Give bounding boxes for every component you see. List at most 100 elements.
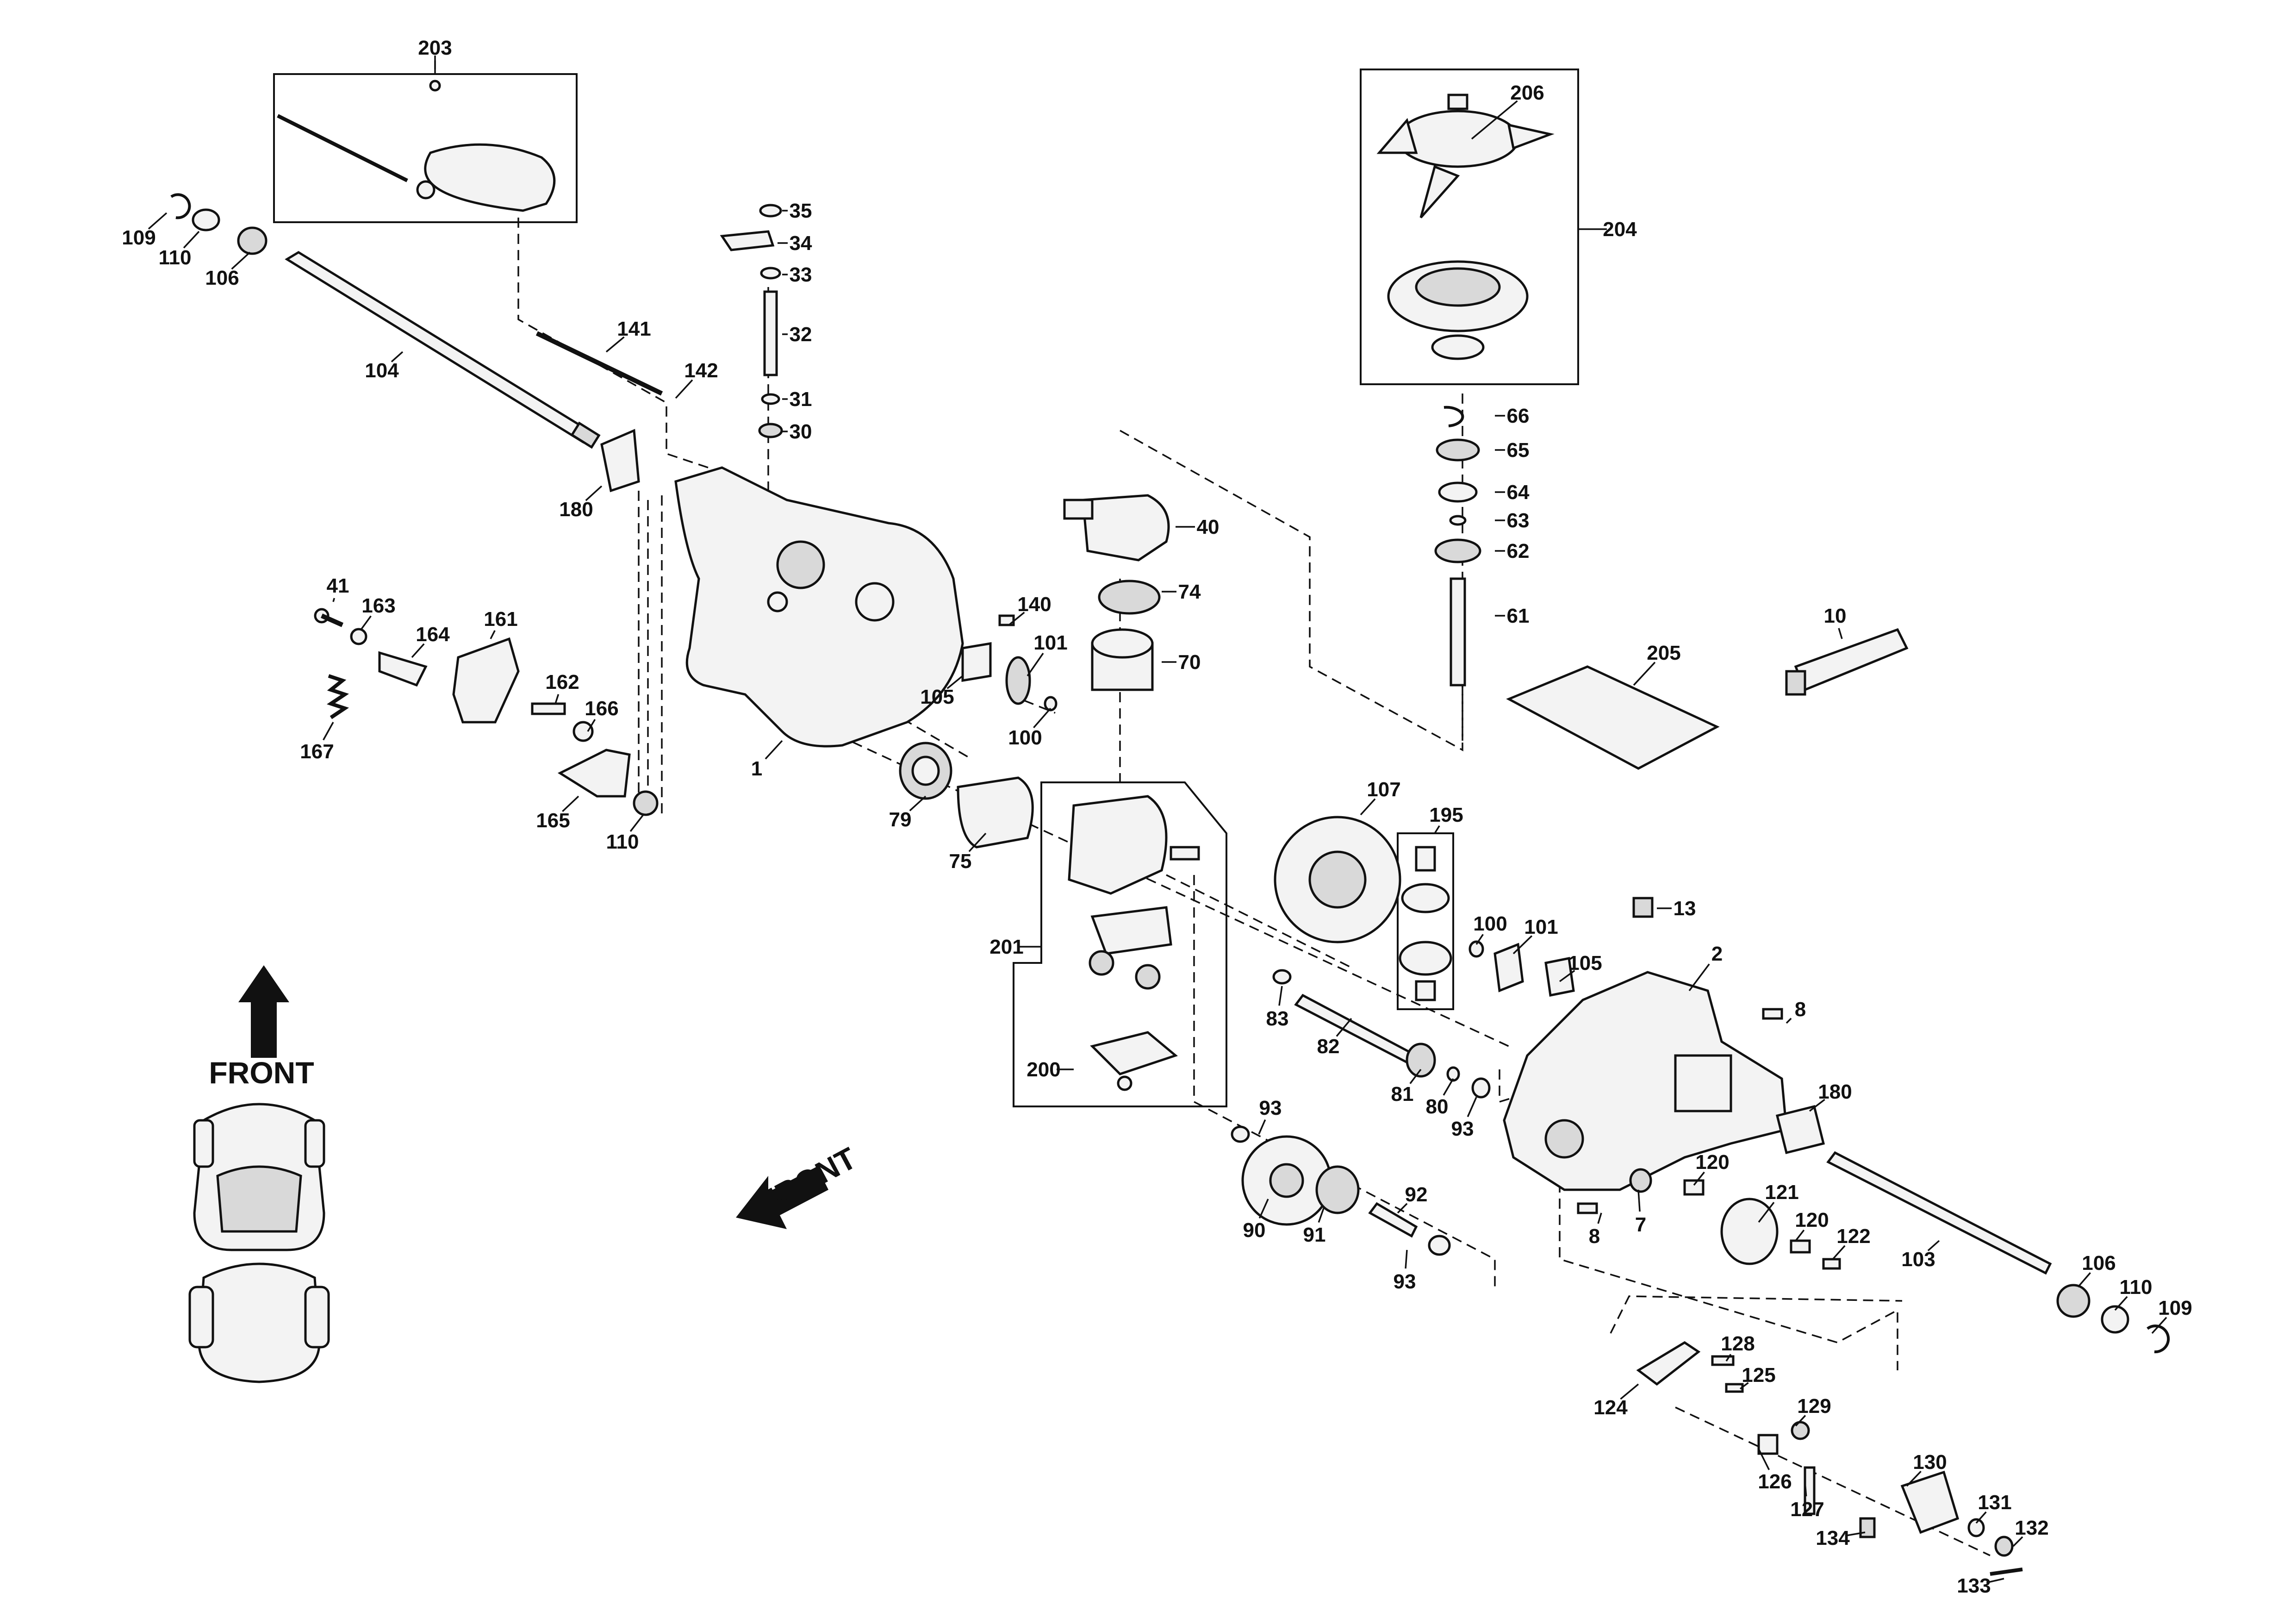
part-label-8: 8 <box>1589 1225 1600 1248</box>
gear-parts-100-105 <box>961 614 1058 712</box>
part-label-132: 132 <box>2015 1517 2048 1539</box>
part-label-106: 106 <box>2082 1252 2116 1274</box>
part-label-105: 105 <box>920 686 954 708</box>
shaft-82 <box>1272 969 1418 1067</box>
leader-line-120 <box>1693 1171 1705 1186</box>
leader-line-124 <box>1620 1383 1639 1400</box>
shaft-104 <box>285 251 601 449</box>
part-label-167: 167 <box>300 740 334 763</box>
part-label-61: 61 <box>1507 605 1530 627</box>
part-label-8: 8 <box>1795 998 1806 1021</box>
leader-line-10 <box>1838 628 1843 639</box>
leader-line-75 <box>968 832 987 852</box>
part-label-80: 80 <box>1426 1095 1449 1118</box>
part-label-63: 63 <box>1507 509 1530 532</box>
part-label-180: 180 <box>559 498 593 521</box>
part-label-110: 110 <box>606 831 639 853</box>
part-label-122: 122 <box>1836 1225 1870 1248</box>
front-label: FRONT <box>209 1056 314 1090</box>
part-label-124: 124 <box>1593 1396 1628 1419</box>
differential-195 <box>1399 846 1452 1001</box>
part-label-134: 134 <box>1816 1527 1850 1549</box>
group-box-201 <box>1013 781 1227 1107</box>
leader-line-180 <box>585 485 603 501</box>
part-label-105: 105 <box>1568 952 1602 974</box>
part-label-83: 83 <box>1266 1007 1289 1030</box>
leader-line-180 <box>1809 1099 1825 1112</box>
leader-line-7 <box>1637 1189 1641 1212</box>
front-label: FRONT <box>753 1141 861 1220</box>
tractor-top-view <box>188 1103 330 1383</box>
part-label-131: 131 <box>1978 1491 2011 1514</box>
center-section-201 <box>1068 795 1200 1091</box>
leader-lines <box>148 61 2167 1584</box>
part-label-129: 129 <box>1797 1395 1831 1418</box>
leader-line-41 <box>332 598 335 602</box>
part-label-110: 110 <box>2120 1276 2153 1299</box>
part-label-40: 40 <box>1197 516 1220 538</box>
leader-line-195 <box>1434 825 1440 834</box>
shaft-103 <box>1826 1151 2052 1275</box>
front-arrow-up <box>238 965 289 1058</box>
fan-pulley-204 <box>1376 94 1555 360</box>
part-label-93: 93 <box>1394 1270 1416 1293</box>
part-label-103: 103 <box>1901 1248 1935 1271</box>
leader-line-162 <box>554 694 560 704</box>
part-label-125: 125 <box>1742 1364 1775 1387</box>
leader-line-90 <box>1258 1199 1269 1219</box>
shaft-141 <box>535 331 663 396</box>
part-label-93: 93 <box>1451 1118 1474 1140</box>
leader-line-101 <box>1512 935 1533 955</box>
part-label-110: 110 <box>159 246 192 269</box>
leader-line-93 <box>1258 1119 1266 1135</box>
leader-line-161 <box>490 630 496 639</box>
part-label-7: 7 <box>1635 1213 1646 1236</box>
rings-right <box>2056 1284 2170 1354</box>
leader-line-109 <box>2151 1317 2167 1334</box>
part-label-120: 120 <box>1695 1151 1729 1174</box>
leader-line-165 <box>562 795 579 812</box>
leader-line-100 <box>1033 707 1052 729</box>
gears-90-93 <box>1231 1125 1451 1256</box>
leader-line-105 <box>946 675 964 689</box>
leader-line-8 <box>1597 1212 1602 1224</box>
leader-line-1 <box>765 740 783 760</box>
part-label-130: 130 <box>1913 1451 1947 1474</box>
part-label-161: 161 <box>484 608 517 631</box>
leader-line-163 <box>360 615 372 631</box>
part-label-32: 32 <box>790 323 812 346</box>
part-label-200: 200 <box>1027 1058 1060 1081</box>
group-box-195 <box>1397 832 1454 1010</box>
leader-line-110 <box>2114 1296 2128 1311</box>
part-label-162: 162 <box>545 671 579 693</box>
leader-line-167 <box>323 722 334 741</box>
bracket-180 <box>600 429 640 493</box>
seal-74 <box>1098 580 1161 615</box>
part-label-90: 90 <box>1243 1219 1266 1242</box>
part-label-2: 2 <box>1711 943 1723 965</box>
part-label-141: 141 <box>617 318 651 340</box>
part-label-142: 142 <box>684 359 718 382</box>
leader-line-125 <box>1739 1382 1749 1390</box>
leader-line-106 <box>2077 1272 2091 1288</box>
part-label-74: 74 <box>1178 581 1201 603</box>
leader-line-131 <box>1975 1511 1987 1524</box>
leader-line-105 <box>1559 970 1575 982</box>
part-label-127: 127 <box>1790 1498 1824 1521</box>
block-40 <box>1063 494 1170 562</box>
part-label-203: 203 <box>418 37 452 59</box>
part-label-201: 201 <box>989 936 1023 958</box>
leader-line-106 <box>231 251 251 270</box>
part-label-140: 140 <box>1017 593 1051 616</box>
shaft-61-66 <box>1434 406 1481 687</box>
housing-1 <box>674 466 964 748</box>
part-label-133: 133 <box>1957 1574 1991 1597</box>
part-label-164: 164 <box>416 623 450 646</box>
lever-group-161-167 <box>314 608 659 816</box>
part-label-91: 91 <box>1303 1224 1326 1246</box>
block-75 <box>957 776 1034 849</box>
leader-line-166 <box>587 719 596 732</box>
leader-line-104 <box>391 351 404 362</box>
handle-10 <box>1785 628 1909 696</box>
leader-line-110 <box>629 814 644 832</box>
